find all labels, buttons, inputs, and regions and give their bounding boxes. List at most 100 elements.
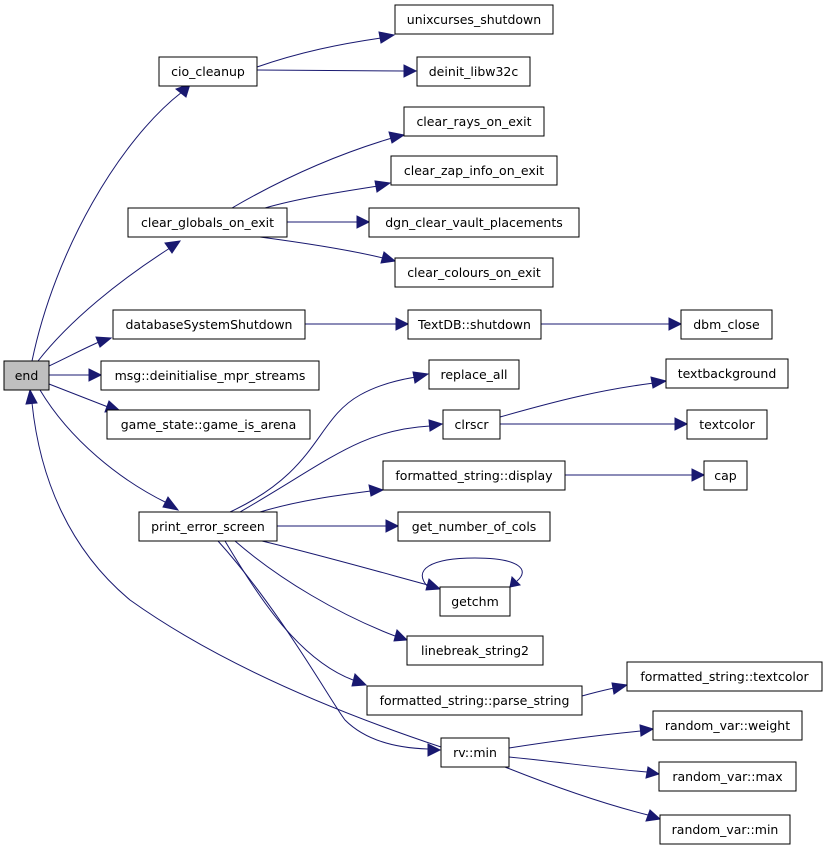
- node-fs-display[interactable]: formatted_string::display: [382, 460, 566, 491]
- node-label: linebreak_string2: [421, 643, 529, 658]
- node-box: [158, 56, 258, 87]
- arrowhead: [403, 64, 418, 78]
- node-label: print_error_screen: [151, 519, 265, 534]
- edge-print_error_screen-to-rv_min: [217, 540, 442, 757]
- edge-cio_cleanup-to-unixcurses_shutdown: [256, 31, 396, 68]
- node-label: msg::deinitialise_mpr_streams: [115, 368, 306, 383]
- node-cap[interactable]: cap: [703, 460, 748, 491]
- node-linebreak-string2[interactable]: linebreak_string2: [406, 635, 544, 666]
- node-cio-cleanup[interactable]: cio_cleanup: [158, 56, 258, 87]
- edge-line: [39, 389, 168, 504]
- edge-line: [259, 236, 384, 259]
- edge-line: [581, 687, 615, 697]
- node-rvar-min[interactable]: random_var::min: [659, 814, 791, 845]
- arrowhead: [645, 766, 661, 779]
- node-box: [626, 661, 823, 692]
- arrowhead: [639, 724, 655, 737]
- node-box: [138, 511, 278, 542]
- node-box: [703, 460, 748, 491]
- node-box: [406, 635, 544, 666]
- node-unixcurses-shutdown[interactable]: unixcurses_shutdown: [394, 4, 554, 35]
- node-box: [407, 309, 542, 340]
- arrowhead: [374, 180, 392, 193]
- edge-rv_min-to-rvar_min: [504, 766, 662, 822]
- node-label: cio_cleanup: [171, 64, 245, 79]
- node-dbm-close[interactable]: dbm_close: [680, 309, 773, 340]
- node-box: [394, 257, 554, 288]
- node-databaseSystemShutdown[interactable]: databaseSystemShutdown: [112, 309, 306, 340]
- node-box: [442, 409, 501, 440]
- node-label: deinit_libw32c: [429, 64, 519, 79]
- edge-line: [234, 540, 396, 637]
- edge-line: [231, 137, 393, 209]
- edge-print_error_screen-to-replace_all: [229, 371, 430, 513]
- node-box: [3, 360, 50, 391]
- node-box: [382, 460, 566, 491]
- node-label: end: [15, 368, 39, 383]
- edge-line: [224, 540, 354, 681]
- node-box: [127, 207, 288, 238]
- edge-line: [217, 540, 429, 750]
- arrowhead: [393, 629, 409, 642]
- arrowhead: [368, 484, 385, 497]
- node-box: [686, 409, 768, 440]
- edge-print_error_screen-to-clrscr: [239, 419, 444, 513]
- edge-line: [256, 69, 405, 72]
- node-label: getchm: [451, 594, 499, 609]
- node-label: formatted_string::textcolor: [640, 669, 809, 684]
- node-rvar-weight[interactable]: random_var::weight: [652, 710, 803, 741]
- node-box: [680, 309, 773, 340]
- arrowhead: [668, 317, 683, 331]
- node-label: replace_all: [440, 367, 507, 382]
- arrowhead: [611, 682, 629, 695]
- node-label: formatted_string::parse_string: [380, 693, 570, 708]
- node-deinit-libw32c[interactable]: deinit_libw32c: [416, 56, 531, 87]
- node-rvar-max[interactable]: random_var::max: [658, 761, 797, 792]
- arrowhead: [351, 673, 368, 687]
- arrowhead: [88, 368, 103, 382]
- node-msg-deinit[interactable]: msg::deinitialise_mpr_streams: [100, 360, 320, 391]
- node-getchm[interactable]: getchm: [439, 586, 511, 617]
- edge-line: [264, 185, 379, 209]
- edge-print_error_screen-to-fs_parse_string: [224, 540, 368, 687]
- node-label: random_var::weight: [665, 718, 790, 733]
- node-box: [397, 511, 551, 542]
- node-fs-textcolor[interactable]: formatted_string::textcolor: [626, 661, 823, 692]
- node-rv-min[interactable]: rv::min: [440, 737, 510, 768]
- node-clear-rays-on-exit[interactable]: clear_rays_on_exit: [403, 106, 545, 137]
- arrowhead: [385, 519, 400, 533]
- node-textcolor[interactable]: textcolor: [686, 409, 768, 440]
- node-clear-colours-on-exit[interactable]: clear_colours_on_exit: [394, 257, 554, 288]
- node-box: [659, 814, 791, 845]
- node-clear-zap-info-on-exit[interactable]: clear_zap_info_on_exit: [390, 155, 558, 186]
- node-game-is-arena[interactable]: game_state::game_is_arena: [106, 409, 311, 440]
- edge-rv_min-to-rvar_max: [508, 756, 661, 779]
- node-fs-parse-string[interactable]: formatted_string::parse_string: [366, 685, 583, 716]
- edge-line: [259, 490, 372, 513]
- node-end[interactable]: end: [3, 360, 50, 391]
- edge-line: [48, 341, 100, 367]
- arrowhead: [691, 468, 706, 482]
- node-dgn-clear-vault-placements[interactable]: dgn_clear_vault_placements: [368, 207, 580, 238]
- node-label: clear_zap_info_on_exit: [404, 163, 544, 178]
- node-get-number-of-cols[interactable]: get_number_of_cols: [397, 511, 551, 542]
- edge-clear_globals_on_exit-to-clear_colours_on_exit: [259, 236, 397, 264]
- node-label: databaseSystemShutdown: [126, 317, 293, 332]
- node-replace-all[interactable]: replace_all: [428, 359, 520, 390]
- arrowhead: [645, 809, 662, 822]
- edge-rv_min-to-end: [25, 388, 442, 748]
- arrowhead: [388, 131, 406, 144]
- node-clear-globals-on-exit[interactable]: clear_globals_on_exit: [127, 207, 288, 238]
- node-textbackground[interactable]: textbackground: [665, 358, 789, 389]
- node-textdb-shutdown[interactable]: TextDB::shutdown: [407, 309, 542, 340]
- edge-line: [261, 540, 429, 586]
- node-box: [658, 761, 797, 792]
- node-print-error-screen[interactable]: print_error_screen: [138, 511, 278, 542]
- node-clrscr[interactable]: clrscr: [442, 409, 501, 440]
- node-label: clear_rays_on_exit: [416, 114, 531, 129]
- node-label: formatted_string::display: [395, 468, 553, 483]
- edge-print_error_screen-to-linebreak_string2: [234, 540, 409, 642]
- arrowhead: [95, 336, 113, 348]
- edge-clear_globals_on_exit-to-clear_rays_on_exit: [231, 131, 406, 209]
- node-label: textbackground: [678, 366, 777, 381]
